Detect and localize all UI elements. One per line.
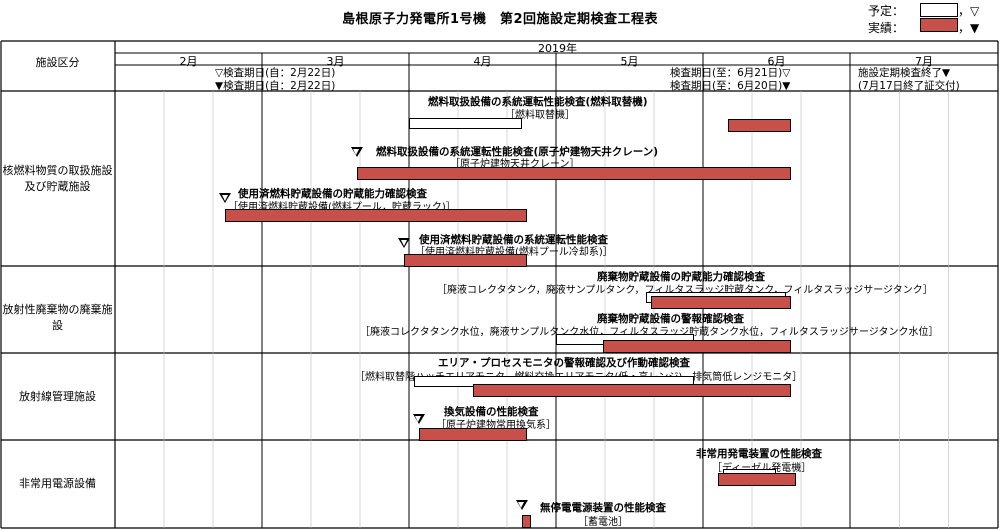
planned-start-triangle-icon <box>412 414 425 424</box>
inspection-item-title: 燃料取扱設備の系統運転性能検査(燃料取替機) <box>428 96 648 108</box>
inspection-item-target: ［使用済燃料貯蔵設備(燃料プール，貯蔵ラック)］ <box>228 202 456 213</box>
inspection-item-title: 燃料取扱設備の系統運転性能検査(原子炉建物天井クレーン) <box>376 146 659 158</box>
category-label: 非常用電源設備 <box>0 476 115 493</box>
inspection-item-title: 非常用発電装置の性能検査 <box>696 448 822 460</box>
category-label: 放射性廃棄物の廃棄施設 <box>0 302 115 335</box>
inspection-item-title: 使用済燃料貯蔵設備の系統運転性能検査 <box>419 234 608 246</box>
inspection-item-target: ［ディーゼル発電機］ <box>712 459 811 474</box>
actual-bar <box>472 384 792 397</box>
actual-bar <box>650 296 792 309</box>
inspection-item-target: ［廃液コレクタタンク，廃液サンプルタンク，フィルタスラッジ貯蔵タンク，フィルタス… <box>437 285 933 296</box>
legend-actual-tri: ▼ <box>970 21 980 35</box>
legend-planned-sep: ， <box>958 4 971 18</box>
inspection-item-title: 廃棄物貯蔵設備の貯蔵能力確認検査 <box>597 271 765 283</box>
category-label-line: 核燃料物質の取扱施設 <box>2 163 113 177</box>
note-start-actual: ▼検査期日(自：2月22日) <box>215 80 336 92</box>
planned-start-triangle-icon <box>515 500 528 510</box>
inspection-item-title: 無停電電源装置の性能検査 <box>540 502 666 514</box>
actual-bar <box>727 119 792 132</box>
planned-start-triangle-icon <box>219 193 232 203</box>
category-label-line: 及び貯蔵施設 <box>24 180 91 193</box>
year-label: 2019年 <box>538 42 577 55</box>
legend-actual-sep: ， <box>958 21 971 35</box>
inspection-item-target: ［原子炉建物常用換気系］ <box>436 420 556 431</box>
legend-planned-swatch <box>920 3 958 17</box>
legend-planned-tri: ▽ <box>970 4 980 18</box>
month-label: 2月 <box>179 55 198 68</box>
actual-bar <box>418 428 527 441</box>
month-label: 5月 <box>620 55 639 68</box>
inspection-item-title: 廃棄物貯蔵設備の警報確認検査 <box>597 313 744 325</box>
planned-start-triangle-icon <box>350 147 363 157</box>
actual-bar <box>225 209 527 222</box>
note-start-plan: ▽検査期日(自：2月22日) <box>215 67 336 79</box>
category-label-line: 非常用電源設備 <box>19 477 96 490</box>
actual-bar <box>521 515 532 528</box>
note-complete-2: (7月17日終了証交付) <box>858 80 960 92</box>
actual-bar <box>404 254 527 267</box>
month-label: 3月 <box>326 55 345 68</box>
legend-actual: 実績： <box>868 19 904 36</box>
month-label: 4月 <box>473 55 492 68</box>
inspection-item-target: ［原子炉建物天井クレーン］ <box>450 159 580 170</box>
planned-bar <box>409 118 522 129</box>
month-label: 7月 <box>915 55 933 68</box>
category-label: 核燃料物質の取扱施設及び貯蔵施設 <box>0 163 115 196</box>
inspection-item-title: エリア・プロセスモニタの警報確認及び作動確認検査 <box>438 357 690 369</box>
note-end-actual: 検査期日(至：6月20日)▼ <box>670 80 791 92</box>
legend-actual-label: 実績： <box>868 21 905 35</box>
planned-start-triangle-icon <box>398 238 411 248</box>
inspection-item-target: ［蓄電池］ <box>578 517 628 528</box>
legend-planned-label: 予定： <box>868 4 905 18</box>
inspection-item-target: ［廃液コレクタタンク水位，廃液サンプルタンク水位，フィルタスラッジ貯蔵タンク水位… <box>360 327 939 338</box>
category-label: 放射線管理施設 <box>0 389 115 406</box>
actual-bar <box>717 473 797 486</box>
legend-actual-tri-row: ，▼ <box>958 19 979 36</box>
chart-title: 島根原子力発電所1号機 第2回施設定期検査工程表 <box>341 12 659 27</box>
category-header: 施設区分 <box>35 56 80 69</box>
actual-bar <box>603 340 792 353</box>
note-end-plan: 検査期日(至：6月21日)▽ <box>670 67 791 79</box>
category-label-line: 放射性廃棄物の廃棄施設 <box>2 302 113 333</box>
inspection-item-title: 換気設備の性能検査 <box>444 406 539 418</box>
actual-bar <box>356 167 792 180</box>
inspection-item-target: ［使用済燃料貯蔵設備(燃料プール冷却系)］ <box>415 247 613 258</box>
legend-actual-swatch <box>920 18 958 32</box>
legend-planned: 予定： <box>868 2 904 19</box>
legend-planned-tri-row: ，▽ <box>958 2 979 19</box>
note-complete-1: 施設定期検査終了▼ <box>858 67 951 79</box>
inspection-item-target: ［燃料取替機］ <box>505 110 575 121</box>
month-label: 6月 <box>767 55 786 68</box>
category-label-line: 放射線管理施設 <box>19 389 96 403</box>
inspection-item-title: 使用済燃料貯蔵設備の貯蔵能力確認検査 <box>238 188 427 200</box>
